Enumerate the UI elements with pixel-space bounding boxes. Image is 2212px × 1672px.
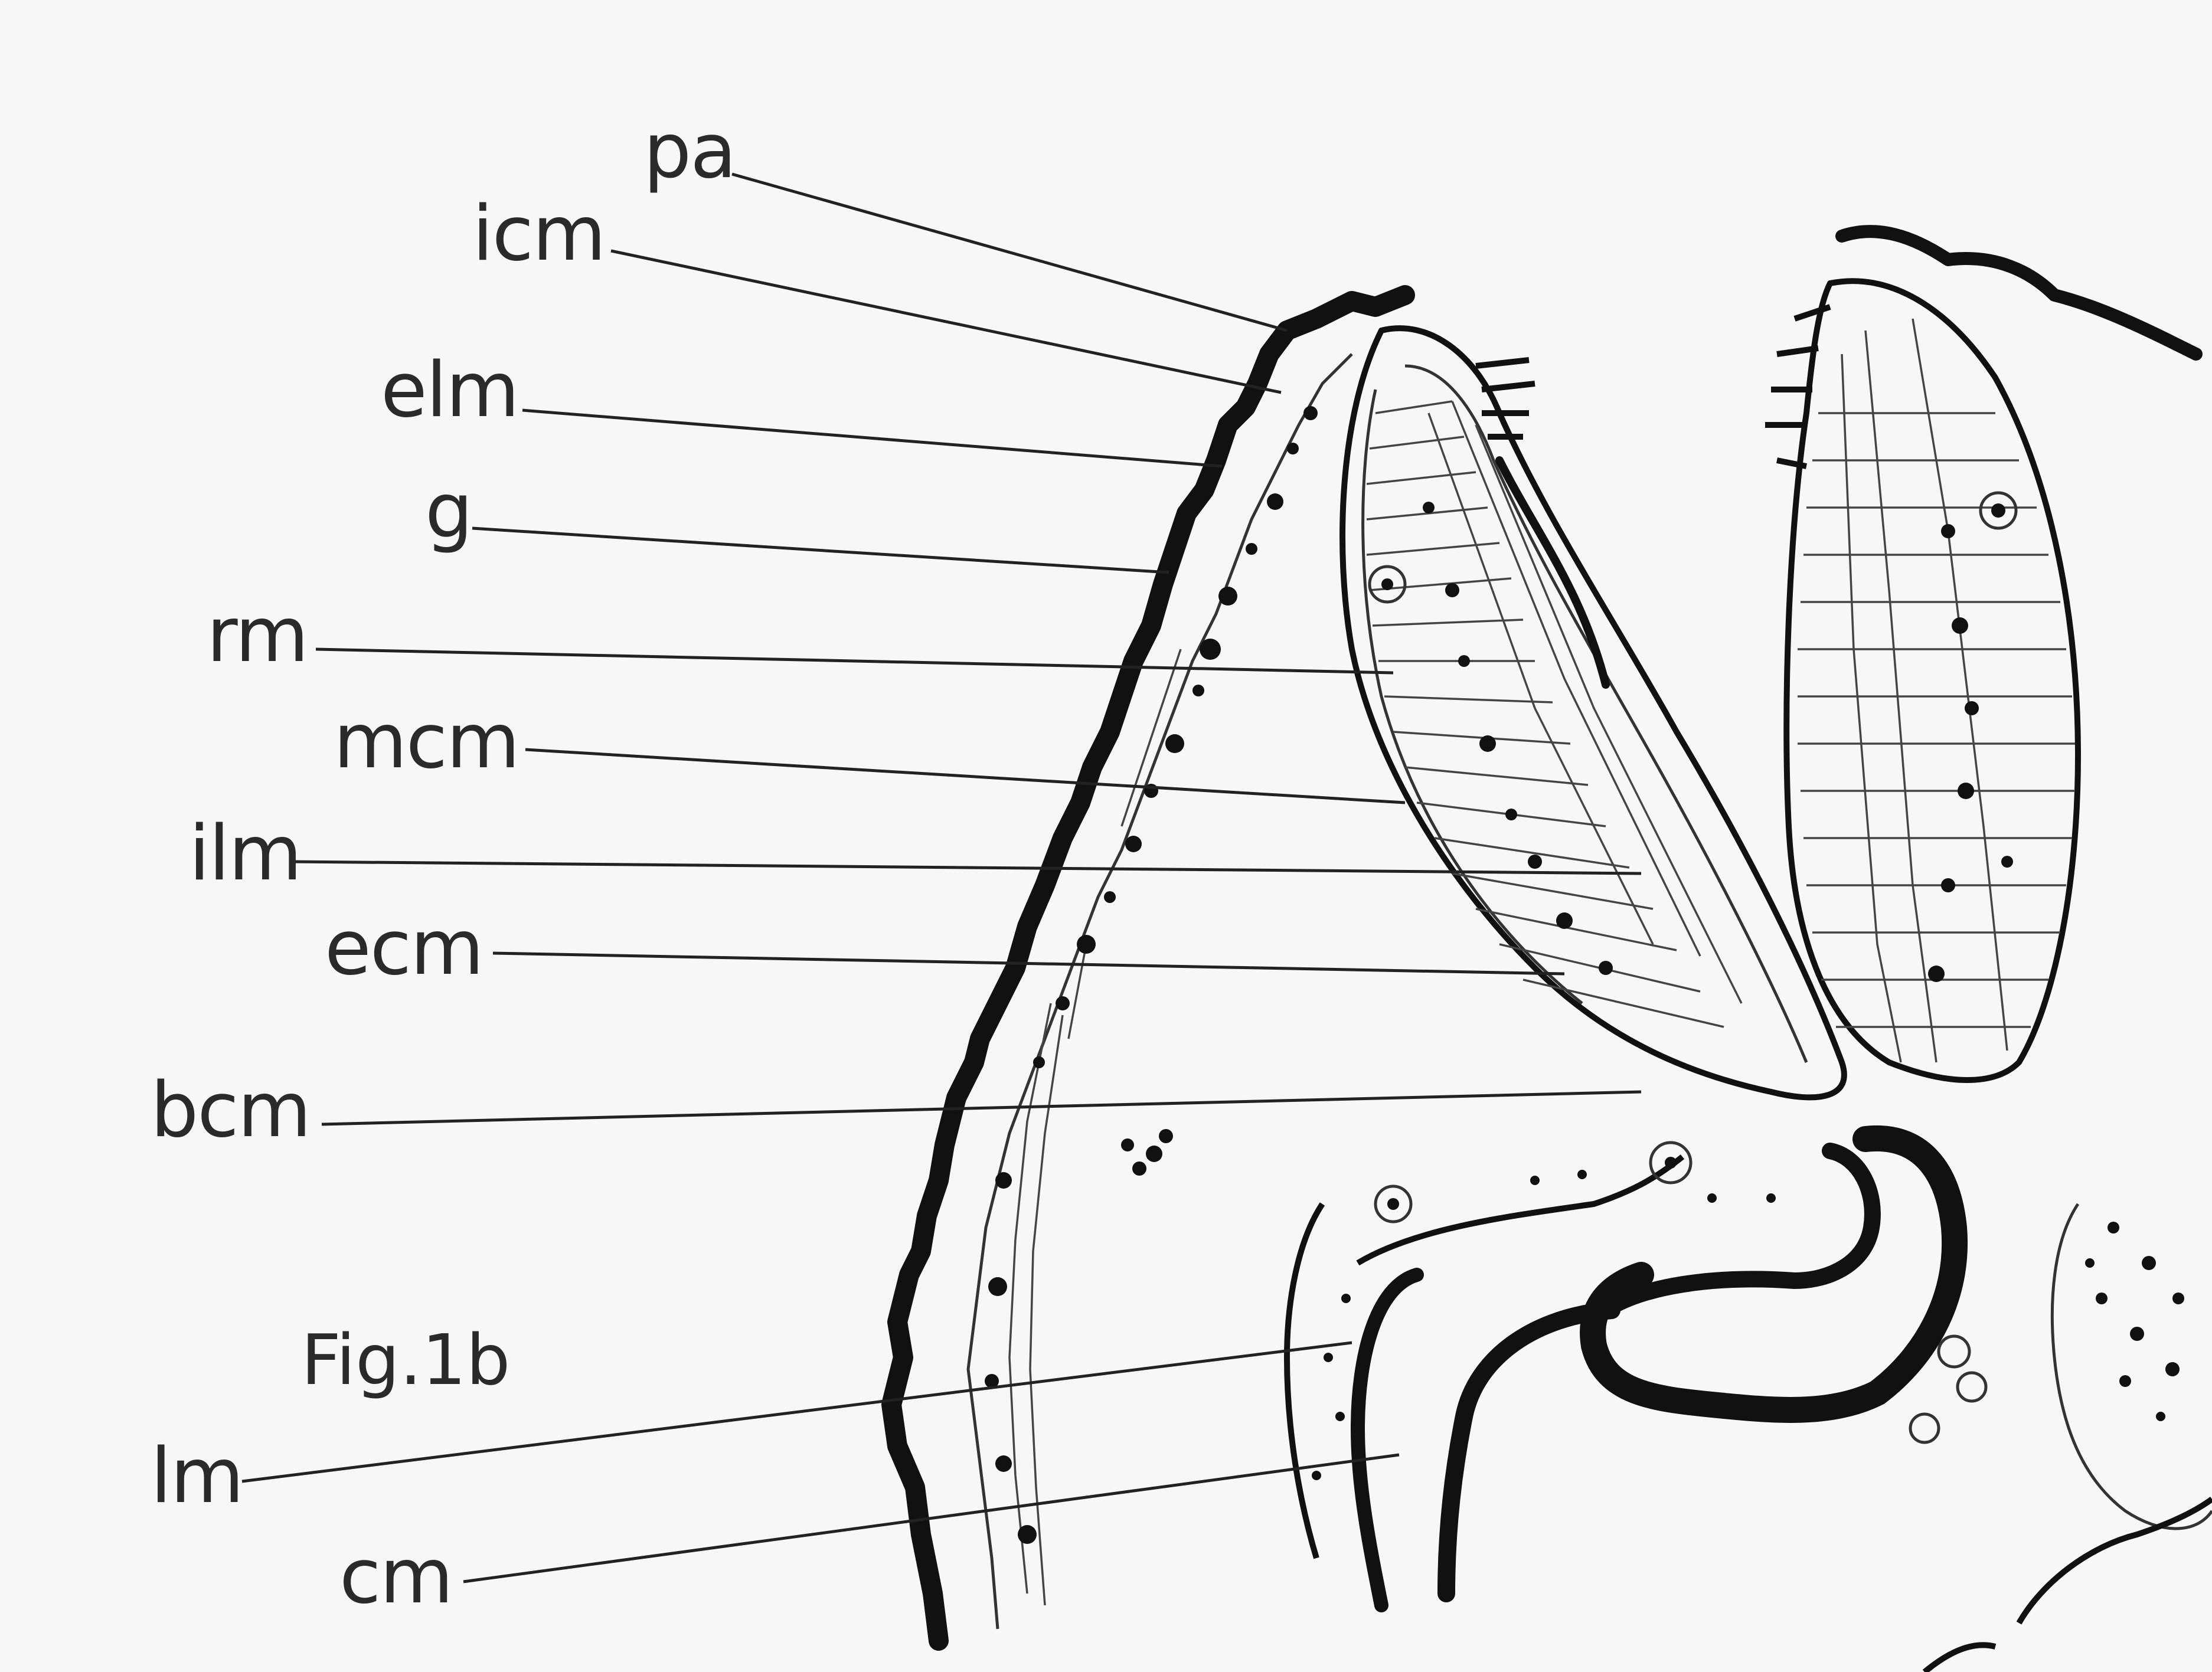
label-rm: rm [207, 591, 308, 679]
label-elm: elm [381, 346, 518, 434]
leader-bcm [322, 1092, 1641, 1124]
label-ecm: ecm [325, 904, 483, 992]
leader-rm [316, 649, 1393, 673]
label-mcm: mcm [334, 698, 519, 786]
label-pa: pa [643, 107, 736, 195]
leader-g [472, 528, 1169, 572]
leader-pa [732, 174, 1287, 331]
label-g: g [425, 467, 472, 555]
left-wall-cells [985, 406, 1318, 1544]
label-bcm: bcm [151, 1066, 310, 1154]
label-ilm: ilm [189, 810, 301, 898]
label-lm: lm [151, 1432, 243, 1520]
leader-ilm [295, 862, 1641, 873]
leader-mcm [525, 750, 1405, 803]
right-lobe-cells [1798, 319, 2075, 1062]
label-icm: icm [472, 190, 605, 278]
tissue-illustration [891, 231, 2212, 1672]
figure-caption: Fig.1b [301, 1319, 510, 1401]
label-cm: cm [339, 1533, 452, 1621]
leader-elm [522, 410, 1222, 466]
right-lobe-bristles [1765, 307, 1830, 466]
left-lobe-cells [1367, 401, 1741, 1027]
leader-icm [611, 251, 1281, 392]
right-lobe-outline [1786, 281, 2078, 1080]
